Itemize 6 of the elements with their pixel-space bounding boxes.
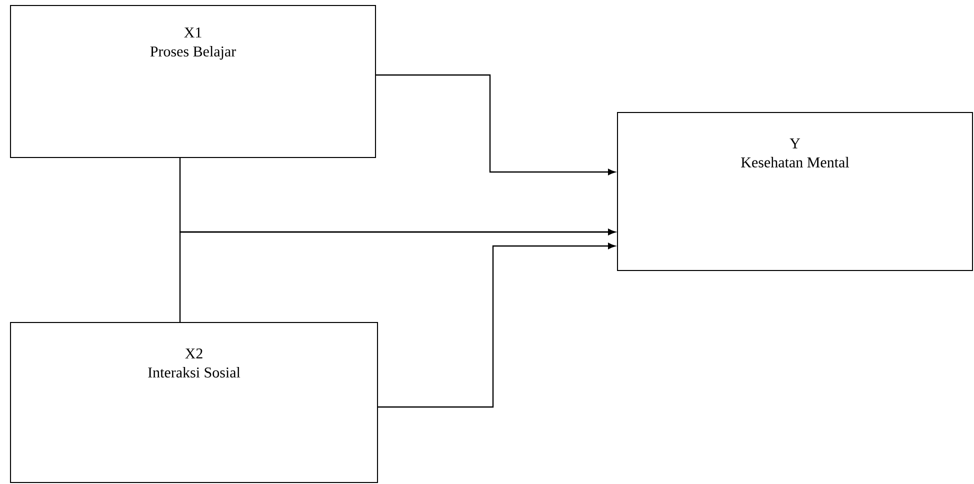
arrow — [376, 74, 616, 176]
variable-box: Y Kesehatan Mental — [617, 112, 973, 271]
variable-box: X1 Proses Belajar — [10, 5, 376, 158]
arrow — [179, 228, 616, 322]
variable-box: X2 Interaksi Sosial — [10, 322, 378, 483]
arrow — [378, 242, 616, 408]
